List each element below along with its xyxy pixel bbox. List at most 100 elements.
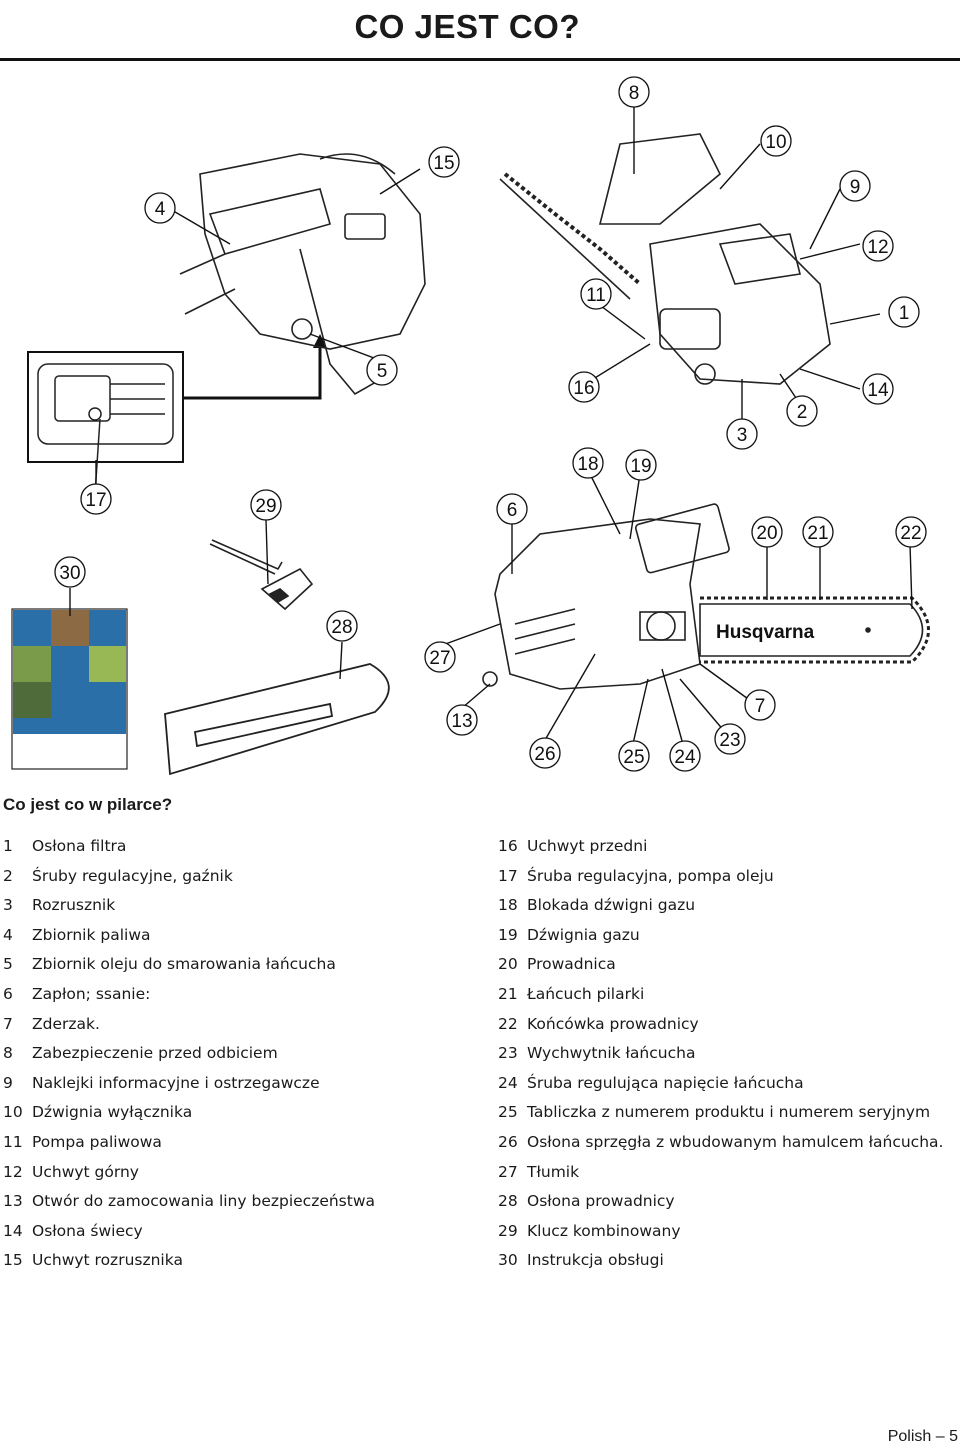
part-label: Dźwignia wyłącznika xyxy=(32,1103,193,1122)
part-number: 8 xyxy=(3,1044,13,1063)
chainsaw-parts-figure: Husqvarna xyxy=(11,76,930,776)
svg-text:9: 9 xyxy=(850,177,861,198)
callout-15: 15 xyxy=(428,146,460,178)
part-number: 16 xyxy=(498,837,518,855)
svg-text:13: 13 xyxy=(451,711,472,732)
part-label: Uchwyt przedni xyxy=(527,837,648,855)
page-title: CO JEST CO? xyxy=(354,8,580,45)
callout-7: 7 xyxy=(744,689,776,721)
svg-text:14: 14 xyxy=(867,380,889,401)
part-number: 17 xyxy=(498,866,518,885)
part-label: Otwór do zamocowania liny bezpieczeństwa xyxy=(32,1192,376,1211)
callout-3: 3 xyxy=(726,418,758,450)
svg-text:5: 5 xyxy=(377,361,388,382)
callout-4: 4 xyxy=(144,192,176,224)
page-footer: Polish – 5 xyxy=(887,1428,958,1445)
svg-text:12: 12 xyxy=(867,237,888,258)
svg-text:18: 18 xyxy=(577,454,598,475)
part-label: Łańcuch pilarki xyxy=(527,984,645,1003)
part-label: Tłumik xyxy=(527,1162,580,1181)
oil-pump-detail-illustration xyxy=(37,363,174,495)
part-number: 1 xyxy=(3,837,13,855)
callout-9: 9 xyxy=(839,170,871,202)
list-item: 16 Uchwyt przedni xyxy=(498,835,943,865)
list-item: 19 Dźwignia gazu xyxy=(498,924,943,954)
callout-8: 8 xyxy=(618,76,650,108)
part-label: Osłona sprzęgła z wbudowanym hamulcem ła… xyxy=(527,1132,944,1151)
chainsaw-side-illustration xyxy=(482,503,930,690)
callout-25: 25 xyxy=(618,740,650,772)
callout-12: 12 xyxy=(862,230,894,262)
inset-arrow xyxy=(183,344,322,400)
part-number: 15 xyxy=(3,1251,23,1270)
callout-17: 17 xyxy=(80,483,112,515)
callout-19: 19 xyxy=(625,449,657,481)
part-number: 12 xyxy=(3,1162,23,1181)
svg-text:25: 25 xyxy=(623,747,644,768)
callout-27: 27 xyxy=(424,641,456,673)
list-item: 4 Zbiornik paliwa xyxy=(3,924,375,954)
part-label: Tabliczka z numerem produktu i numerem s… xyxy=(527,1103,931,1122)
owners-manual-illustration xyxy=(11,608,128,770)
list-item: 24 Śruba regulująca napięcie łańcucha xyxy=(498,1072,943,1102)
callout-11: 11 xyxy=(580,278,612,310)
callout-26: 26 xyxy=(529,737,561,769)
svg-text:4: 4 xyxy=(155,199,166,220)
part-label: Zderzak. xyxy=(32,1014,100,1033)
chainsaw-rear-illustration xyxy=(179,153,426,396)
part-label: Końcówka prowadnicy xyxy=(527,1014,699,1033)
part-number: 19 xyxy=(498,925,518,944)
callout-22: 22 xyxy=(895,516,927,548)
svg-text:30: 30 xyxy=(59,563,80,584)
combination-wrench-illustration xyxy=(209,539,314,611)
part-number: 9 xyxy=(3,1073,13,1092)
svg-text:22: 22 xyxy=(900,523,921,544)
svg-text:16: 16 xyxy=(573,378,594,399)
part-label: Osłona świecy xyxy=(32,1221,143,1240)
part-number: 2 xyxy=(3,866,13,885)
part-label: Zapłon; ssanie: xyxy=(32,984,151,1003)
part-number: 24 xyxy=(498,1073,518,1092)
part-number: 4 xyxy=(3,925,13,944)
part-number: 29 xyxy=(498,1221,518,1240)
part-number: 20 xyxy=(498,955,518,974)
part-label: Instrukcja obsługi xyxy=(527,1251,664,1270)
part-number: 28 xyxy=(498,1192,518,1211)
part-label: Prowadnica xyxy=(527,955,616,974)
callout-2: 2 xyxy=(786,395,818,427)
list-item: 18 Blokada dźwigni gazu xyxy=(498,894,943,924)
part-label: Wychwytnik łańcucha xyxy=(527,1044,696,1063)
svg-text:23: 23 xyxy=(719,730,740,751)
list-item: 20 Prowadnica xyxy=(498,953,943,983)
part-number: 18 xyxy=(498,896,518,915)
callout-5: 5 xyxy=(366,354,398,386)
part-label: Zbiornik paliwa xyxy=(32,925,151,944)
callout-18: 18 xyxy=(572,447,604,479)
part-label: Dźwignia gazu xyxy=(527,925,640,944)
callout-10: 10 xyxy=(760,125,792,157)
callout-14: 14 xyxy=(862,373,894,405)
part-label: Śruba regulująca napięcie łańcucha xyxy=(527,1073,804,1092)
svg-text:20: 20 xyxy=(756,523,777,544)
callout-1: 1 xyxy=(888,296,920,328)
callout-30: 30 xyxy=(54,556,86,588)
part-label: Blokada dźwigni gazu xyxy=(527,896,696,915)
callout-23: 23 xyxy=(714,723,746,755)
callout-29: 29 xyxy=(250,489,282,521)
